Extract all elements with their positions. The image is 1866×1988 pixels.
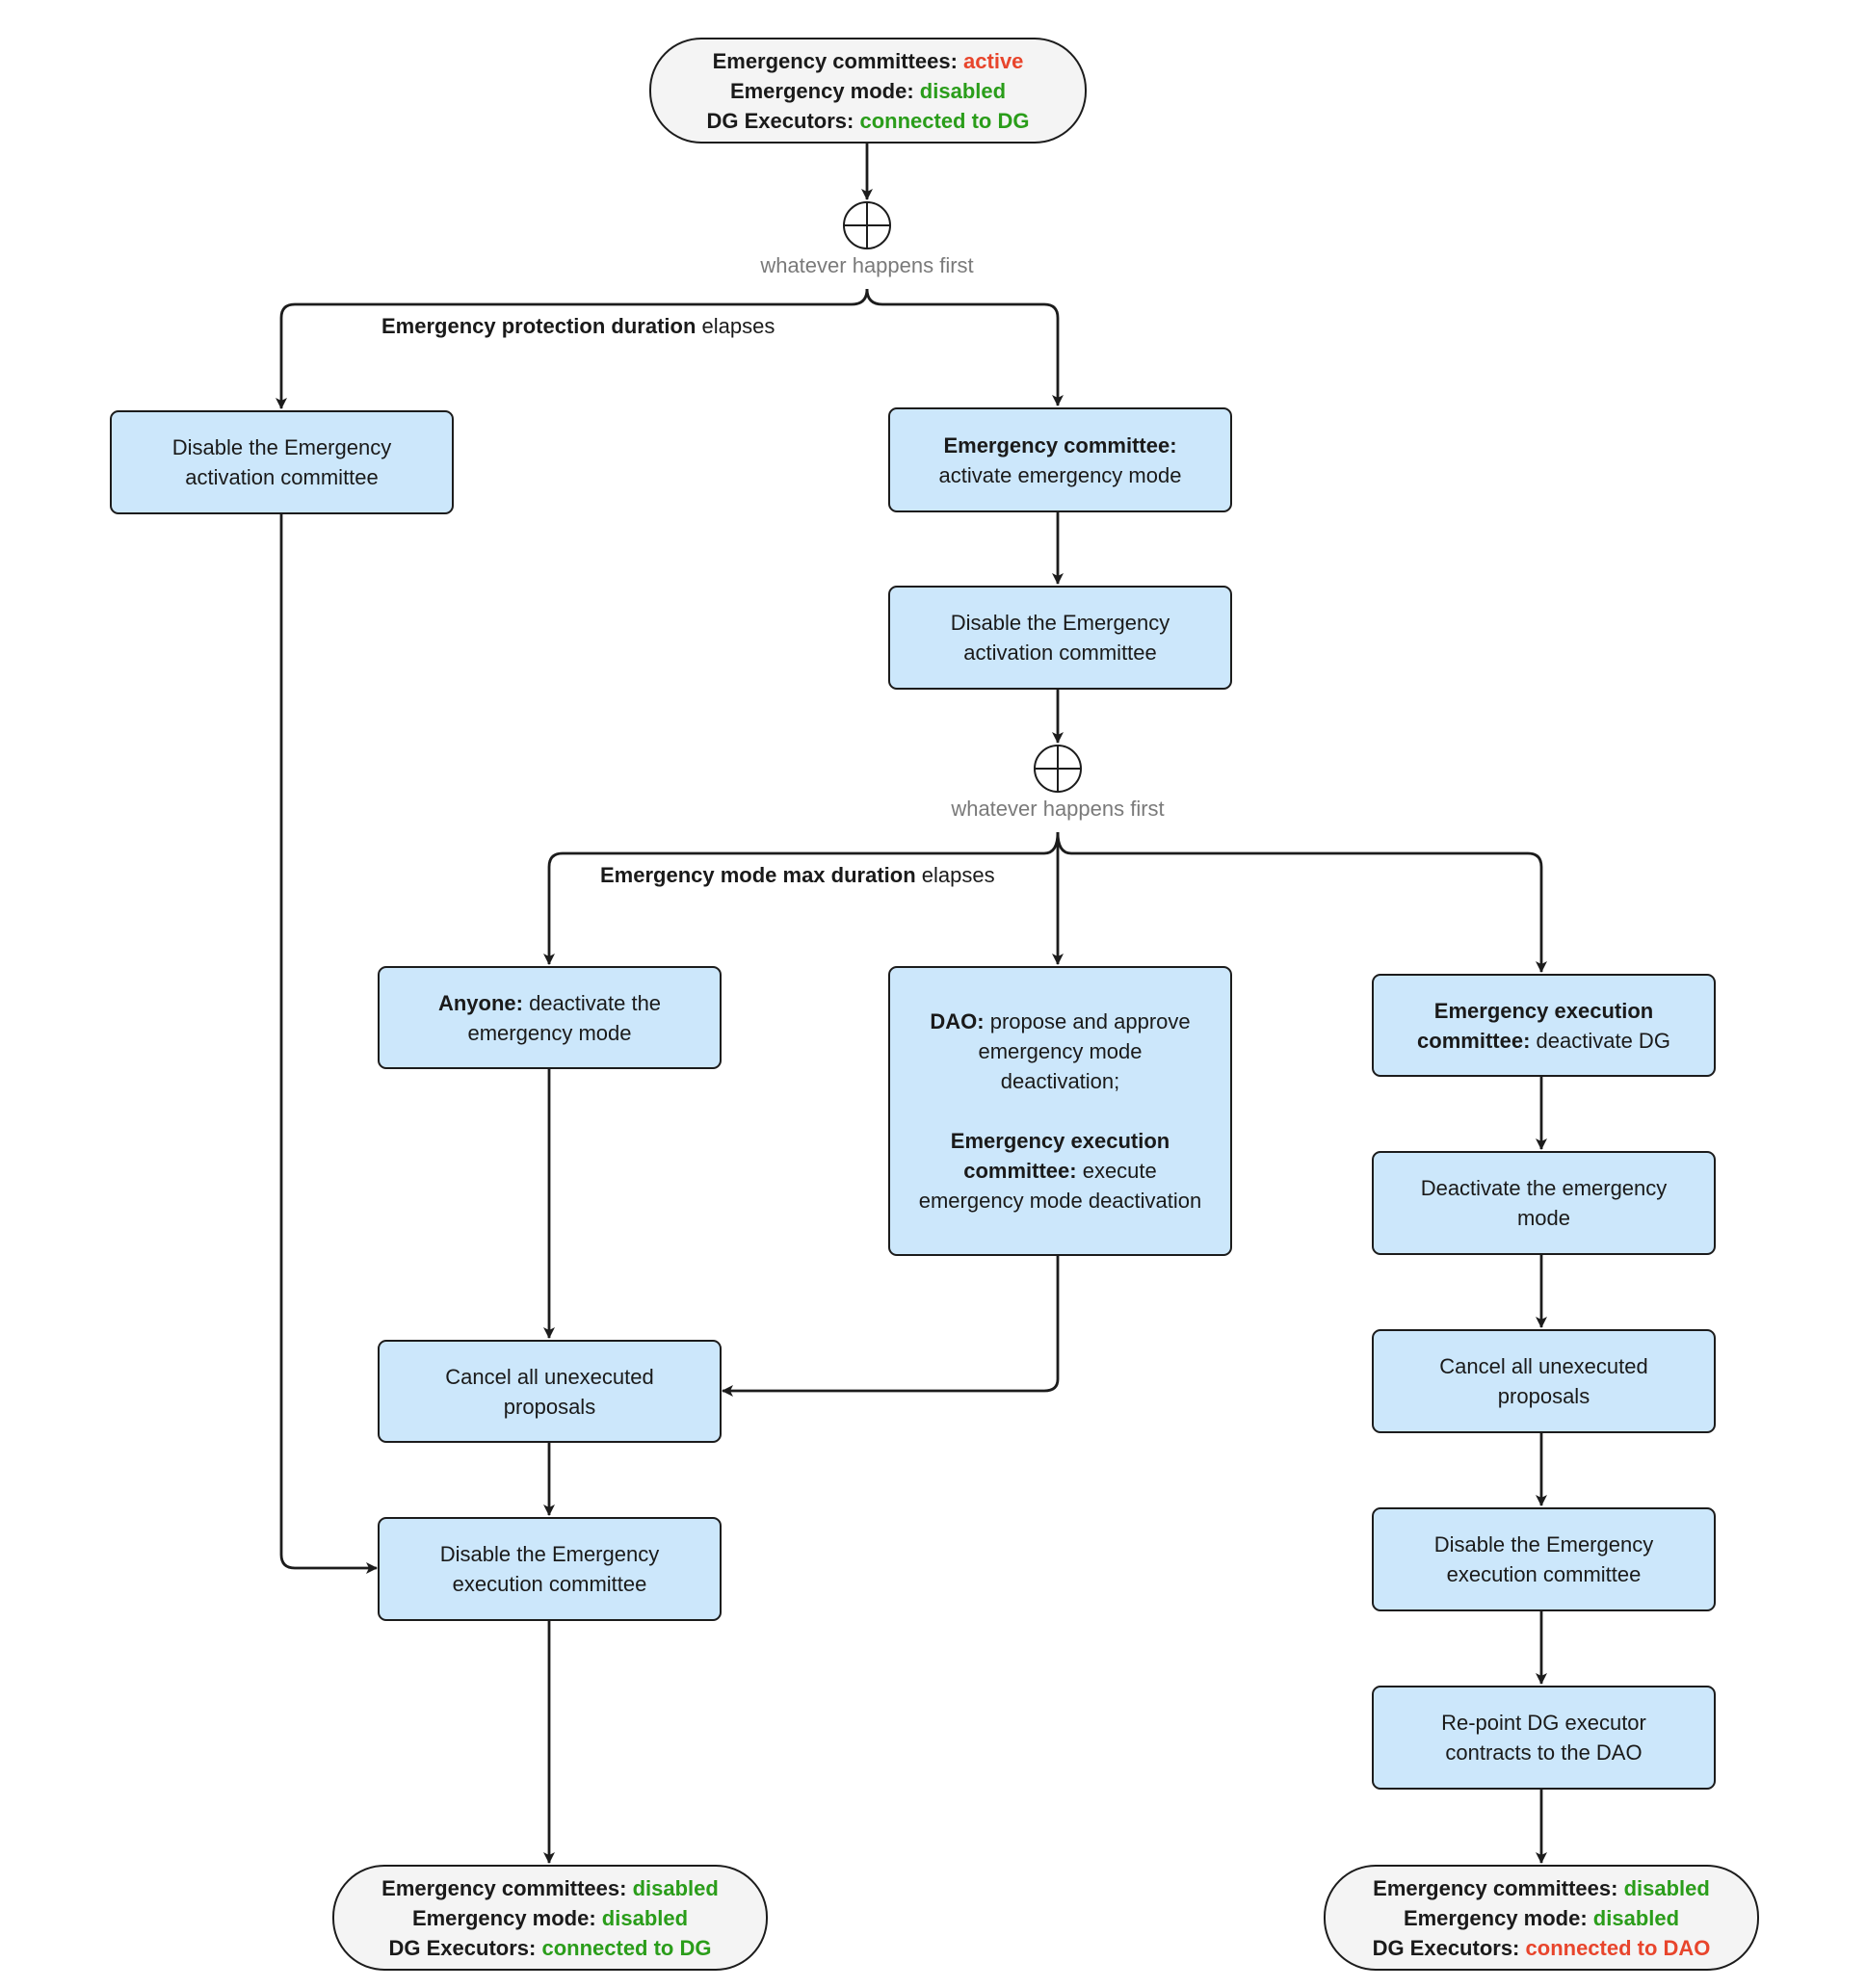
text-line: Disable the Emergency	[439, 1542, 660, 1566]
value: disabled	[919, 78, 1007, 103]
label: Emergency mode:	[729, 78, 914, 103]
edge-gate2-to-exec	[1056, 831, 1547, 973]
text-line: deactivation;	[1000, 1069, 1120, 1093]
edge-gate1-to-right	[865, 288, 1064, 406]
cancel-proposals-left: Cancel all unexecuted proposals	[378, 1340, 722, 1443]
text-line: emergency mode	[978, 1039, 1143, 1063]
value: disabled	[1592, 1905, 1680, 1930]
text-line: mode	[1516, 1206, 1571, 1230]
text-line: committee: execute	[963, 1156, 1157, 1186]
edge-gate1-to-left	[276, 288, 869, 409]
end-right-line-executors: DG Executors: connected to DAO	[1373, 1933, 1711, 1963]
value: disabled	[632, 1875, 719, 1900]
label-bold: Emergency protection duration	[381, 314, 696, 338]
rest-part: deactivate the	[529, 990, 662, 1015]
text-line: Anyone: deactivate the	[438, 988, 661, 1018]
end-state-right: Emergency committees: disabled Emergency…	[1324, 1865, 1759, 1971]
disable-execution-committee-left: Disable the Emergency execution committe…	[378, 1517, 722, 1621]
start-line-committees: Emergency committees: active	[713, 46, 1024, 76]
start-line-mode: Emergency mode: disabled	[730, 76, 1006, 106]
text-line: emergency mode deactivation	[918, 1189, 1202, 1213]
label: DG Executors:	[706, 108, 854, 133]
edge-label-max-duration: Emergency mode max duration elapses	[600, 863, 995, 888]
gate-2	[1034, 745, 1082, 793]
text-line: Re-point DG executor	[1441, 1711, 1646, 1735]
dao-deactivation-box: DAO: propose and approve emergency mode …	[888, 966, 1232, 1256]
end-left-line-committees: Emergency committees: disabled	[381, 1873, 719, 1903]
label: Emergency mode:	[411, 1905, 596, 1930]
rest-part: execute	[1082, 1159, 1157, 1183]
text-line: Disable the Emergency	[1433, 1532, 1654, 1556]
gate-2-caption: whatever happens first	[951, 797, 1165, 821]
bold-part: DAO:	[930, 1009, 985, 1033]
repoint-executors: Re-point DG executor contracts to the DA…	[1372, 1686, 1716, 1790]
end-right-line-mode: Emergency mode: disabled	[1404, 1903, 1679, 1933]
text-line: execution committee	[1446, 1562, 1642, 1586]
disable-execution-committee-right: Disable the Emergency execution committe…	[1372, 1507, 1716, 1611]
edge-left-to-disable-exec	[279, 514, 378, 1574]
text-line: Deactivate the emergency	[1420, 1176, 1668, 1200]
text-line: emergency mode	[467, 1020, 632, 1045]
start-state: Emergency committees: active Emergency m…	[649, 38, 1087, 144]
end-right-line-committees: Emergency committees: disabled	[1373, 1873, 1710, 1903]
edge-dao-to-cancel	[722, 1256, 1060, 1397]
value: active	[963, 48, 1024, 73]
text-line: proposals	[1497, 1384, 1590, 1408]
label-bold: Emergency mode max duration	[600, 863, 916, 887]
cancel-proposals-right: Cancel all unexecuted proposals	[1372, 1329, 1716, 1433]
text-line: committee: deactivate DG	[1417, 1026, 1670, 1056]
gate-1	[843, 201, 891, 249]
label: Emergency committees:	[1373, 1875, 1618, 1900]
text-line: activation committee	[185, 465, 379, 489]
text-line: Emergency committee:	[943, 432, 1177, 458]
label: DG Executors:	[1372, 1935, 1520, 1960]
text-line: execution committee	[452, 1572, 647, 1596]
committee-activate-emergency: Emergency committee: activate emergency …	[888, 407, 1232, 512]
edge-gate2-to-anyone	[543, 831, 1060, 965]
deactivate-mode-right: Deactivate the emergency mode	[1372, 1151, 1716, 1255]
gate-1-caption: whatever happens first	[760, 253, 974, 277]
value: disabled	[1623, 1875, 1710, 1900]
bold-part: Anyone:	[437, 990, 523, 1015]
text-line: Disable the Emergency	[950, 611, 1170, 635]
text-line: Cancel all unexecuted	[445, 1364, 654, 1389]
text-line: proposals	[503, 1394, 596, 1419]
text-line: contracts to the DAO	[1445, 1740, 1643, 1765]
value: disabled	[601, 1905, 689, 1930]
end-left-line-mode: Emergency mode: disabled	[412, 1903, 688, 1933]
end-left-line-executors: DG Executors: connected to DG	[389, 1933, 712, 1963]
value: connected to DAO	[1525, 1935, 1711, 1960]
value: connected to DG	[541, 1935, 712, 1960]
text-line: activation committee	[963, 641, 1157, 665]
text-line: Cancel all unexecuted	[1439, 1354, 1648, 1378]
end-state-left: Emergency committees: disabled Emergency…	[332, 1865, 768, 1971]
text-line: Emergency execution	[950, 1129, 1170, 1153]
text-line: DAO: propose and approve	[930, 1007, 1190, 1036]
rest-part: propose and approve	[989, 1009, 1191, 1033]
disable-activation-committee-mid: Disable the Emergency activation committ…	[888, 586, 1232, 690]
bold-part: committee:	[1417, 1028, 1531, 1053]
label: Emergency mode:	[1403, 1905, 1588, 1930]
anyone-deactivate-box: Anyone: deactivate the emergency mode	[378, 966, 722, 1069]
label: DG Executors:	[388, 1935, 537, 1960]
blank-line	[1057, 1096, 1063, 1126]
label-rest: elapses	[921, 863, 995, 887]
disable-activation-committee-left: Disable the Emergency activation committ…	[110, 410, 454, 514]
edge-label-protection: Emergency protection duration elapses	[381, 314, 775, 339]
label: Emergency committees:	[712, 48, 958, 73]
start-line-executors: DG Executors: connected to DG	[707, 106, 1030, 136]
rest-part: deactivate DG	[1536, 1028, 1670, 1053]
label-rest: elapses	[701, 314, 775, 338]
exec-committee-deactivate-dg: Emergency execution committee: deactivat…	[1372, 974, 1716, 1077]
text-line: activate emergency mode	[938, 462, 1182, 487]
text-line: Disable the Emergency	[171, 435, 392, 459]
label: Emergency committees:	[381, 1875, 627, 1900]
value: connected to DG	[859, 108, 1030, 133]
bold-part: committee:	[963, 1159, 1077, 1183]
text-line: Emergency execution	[1433, 998, 1654, 1023]
